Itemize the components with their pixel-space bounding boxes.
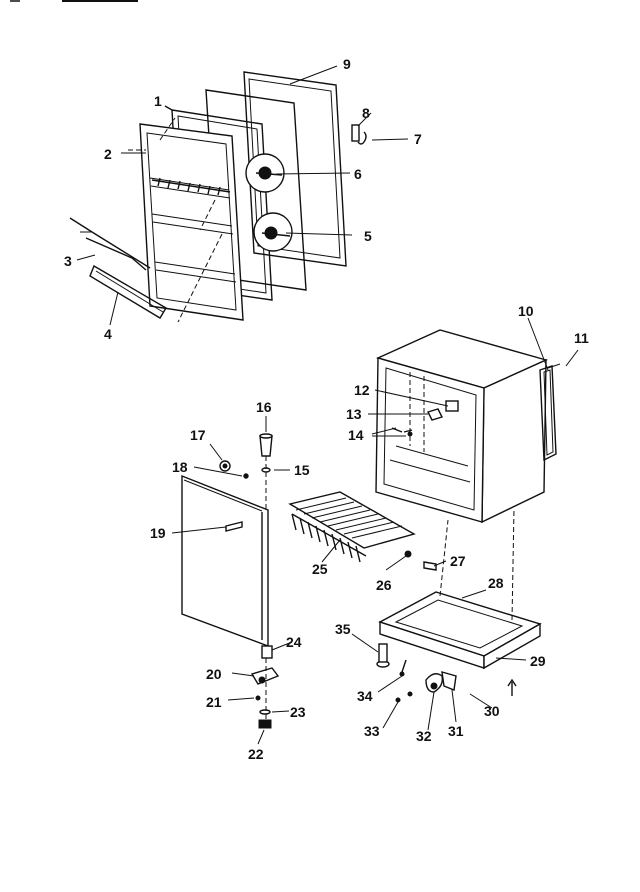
- screw-detail-upper: [245, 153, 285, 193]
- door-shelf-bar: [69, 217, 151, 271]
- callout-6: 6: [354, 166, 362, 182]
- door-trim-strip: [89, 264, 167, 319]
- callout-35: 35: [335, 621, 351, 637]
- callout-17: 17: [190, 427, 206, 443]
- callout-1: 1: [154, 93, 162, 109]
- shelf-clip-parts: [404, 550, 437, 571]
- callout-5: 5: [364, 228, 372, 244]
- door-frame-front: [139, 123, 244, 321]
- callout-24: 24: [286, 634, 302, 650]
- callout-26: 26: [376, 577, 392, 593]
- callout-20: 20: [206, 666, 222, 682]
- callout-23: 23: [290, 704, 306, 720]
- cabinet-body: [375, 329, 549, 524]
- leader-lines: [76, 65, 579, 745]
- callout-9: 9: [343, 56, 351, 72]
- callout-27: 27: [450, 553, 466, 569]
- base-hardware: [376, 643, 517, 703]
- callout-labels: 1 2 3 4 5 6 7 8 9 10 11 12 13 14 15 16 1…: [64, 56, 589, 762]
- callout-22: 22: [248, 746, 264, 762]
- callout-32: 32: [416, 728, 432, 744]
- callout-31: 31: [448, 723, 464, 739]
- callout-2: 2: [104, 146, 112, 162]
- door-gasket-outer: [243, 71, 347, 267]
- door-panel: [181, 474, 269, 648]
- callout-25: 25: [312, 561, 328, 577]
- cabinet-gasket: [539, 363, 561, 462]
- door-explosion-lines: [128, 117, 223, 323]
- door-hinge-top: [219, 433, 273, 510]
- hinge-bracket-small: [351, 124, 367, 145]
- callout-3: 3: [64, 253, 72, 269]
- callout-4: 4: [104, 326, 112, 342]
- callout-13: 13: [346, 406, 362, 422]
- callout-14: 14: [348, 427, 364, 443]
- door-hinge-bottom: [250, 645, 280, 729]
- callout-16: 16: [256, 399, 272, 415]
- screw-detail-lower: [253, 212, 293, 252]
- callout-33: 33: [364, 723, 380, 739]
- callout-30: 30: [484, 703, 500, 719]
- callout-34: 34: [357, 688, 373, 704]
- callout-10: 10: [518, 303, 534, 319]
- callout-12: 12: [354, 382, 370, 398]
- callout-15: 15: [294, 462, 310, 478]
- callout-8: 8: [362, 105, 370, 121]
- base-frame: [378, 507, 542, 670]
- callout-7: 7: [414, 131, 422, 147]
- callout-28: 28: [488, 575, 504, 591]
- callout-11: 11: [574, 330, 589, 346]
- callout-19: 19: [150, 525, 166, 541]
- callout-21: 21: [206, 694, 222, 710]
- callout-18: 18: [172, 459, 188, 475]
- callout-29: 29: [530, 653, 546, 669]
- wire-shelf: [288, 491, 416, 563]
